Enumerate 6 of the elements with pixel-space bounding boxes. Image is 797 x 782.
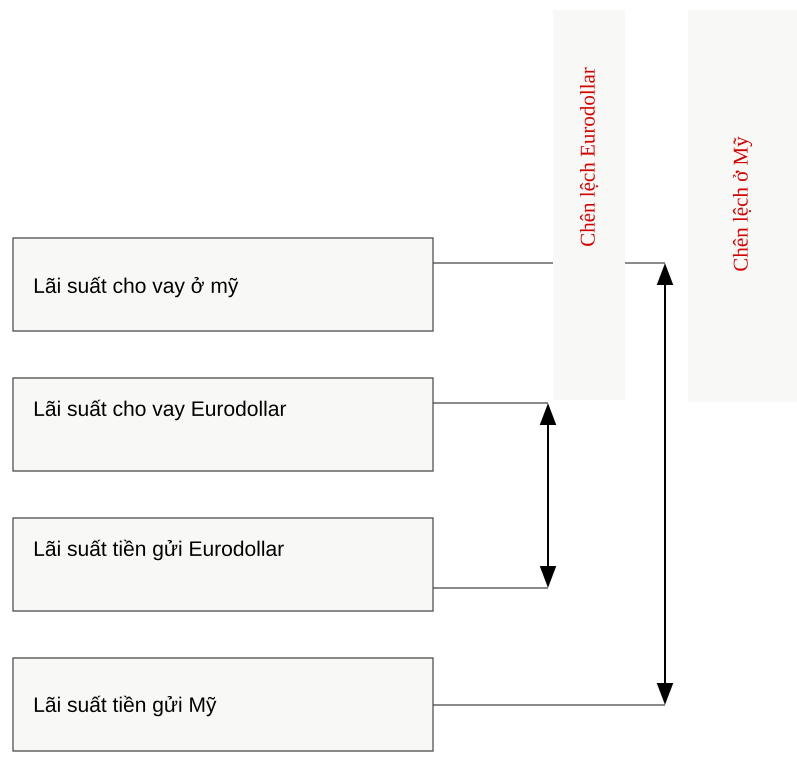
label-band: Chên lệch Eurodollar [553, 10, 625, 400]
rate-box: Lãi suất cho vay Eurodollar [12, 377, 434, 472]
rate-box: Lãi suất tiền gửi Mỹ [12, 657, 434, 752]
rate-box: Lãi suất cho vay ở mỹ [12, 237, 434, 332]
rate-box: Lãi suất tiền gửi Eurodollar [12, 517, 434, 612]
label-band: Chên lệch ở Mỹ [688, 10, 797, 402]
